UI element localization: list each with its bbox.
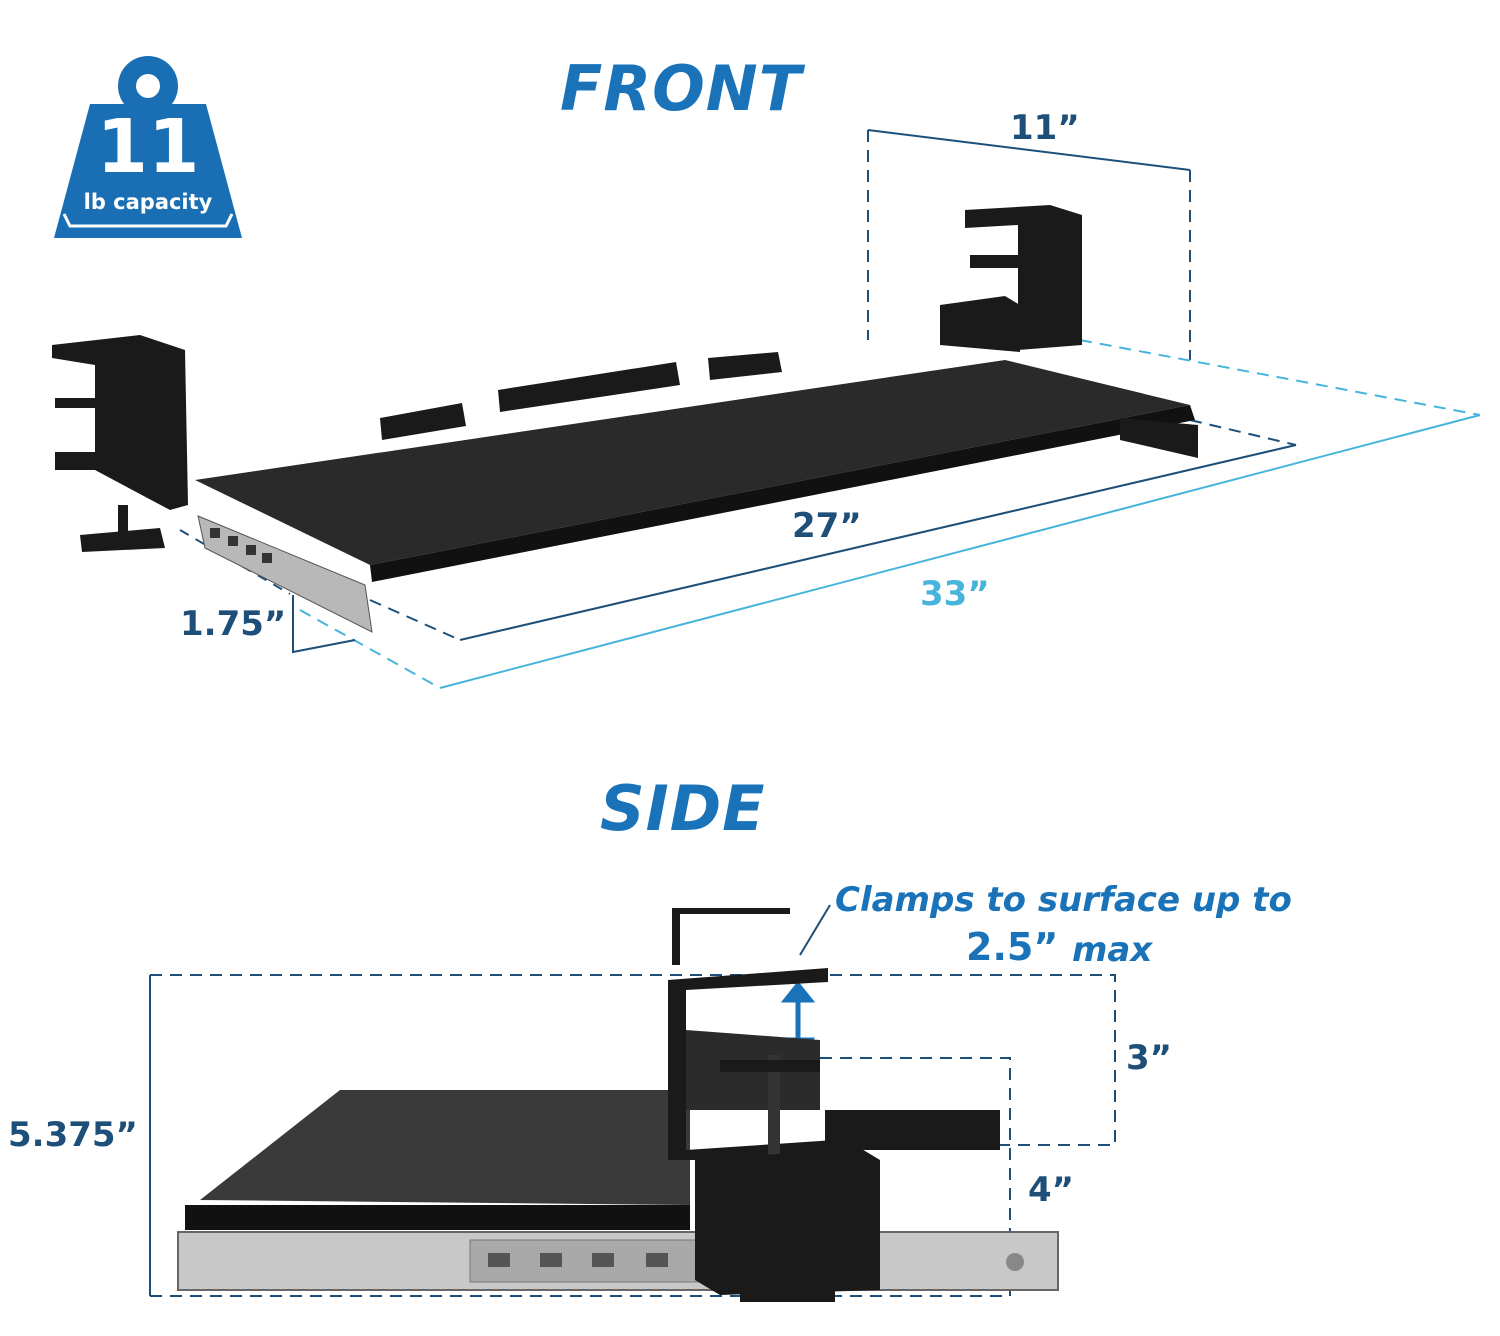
badge-label: lb capacity — [83, 190, 213, 214]
tray-side — [177, 1090, 1059, 1291]
clamp-max-suffix: max — [1072, 930, 1153, 970]
depth-dimension-label: 11” — [1010, 108, 1080, 148]
side-clamp — [668, 908, 1000, 1302]
front-view-title: FRONT — [560, 52, 802, 125]
overall-width-dimension-label: 33” — [920, 574, 990, 614]
tray-width-dimension-label: 27” — [792, 506, 862, 546]
right-clamp — [940, 205, 1082, 352]
lower-height-dimension-label: 4” — [1028, 1170, 1075, 1210]
badge-number: 11 — [96, 104, 200, 190]
side-view-title: SIDE — [600, 772, 766, 845]
overall-height-dimension-label: 5.375” — [8, 1115, 138, 1155]
weight-capacity-badge-icon — [54, 56, 242, 238]
height-dimension-label: 1.75” — [180, 604, 287, 644]
front-view-drawing — [52, 129, 1481, 689]
left-clamp — [52, 335, 188, 552]
keyboard-tray — [195, 352, 1198, 633]
upper-height-dimension-label: 3” — [1126, 1038, 1173, 1078]
clamp-max-value: 2.5” — [966, 925, 1059, 969]
clamp-note-text: Clamps to surface up to — [835, 880, 1292, 920]
